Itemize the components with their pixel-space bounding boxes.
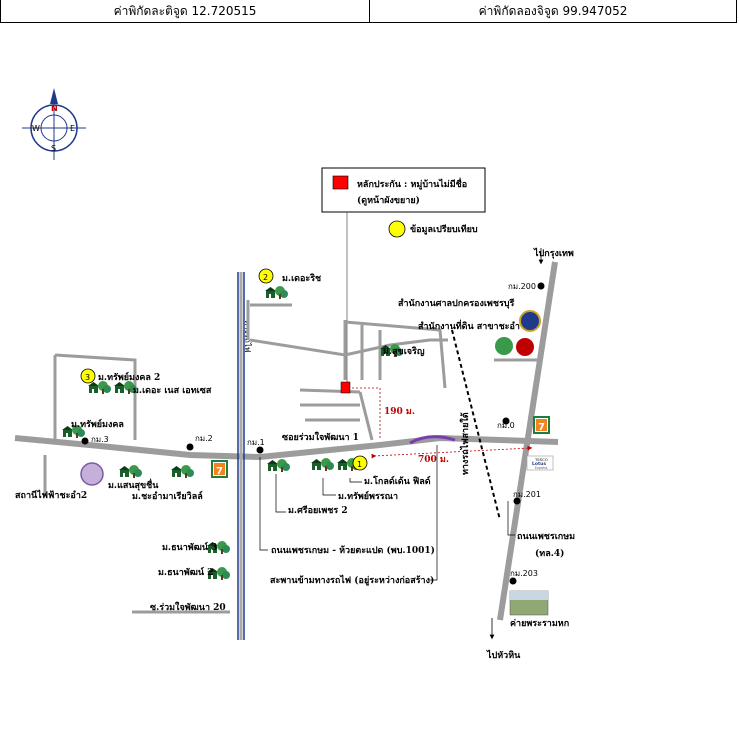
comparison-legend-icon (388, 220, 406, 238)
svg-text:ซอยร่วมใจพัฒนา 1: ซอยร่วมใจพัฒนา 1 (282, 431, 359, 443)
svg-text:ม.ธนาพัฒน์ 3: ม.ธนาพัฒน์ 3 (162, 541, 217, 553)
svg-text:Lotus: Lotus (532, 461, 546, 467)
svg-text:กม.0: กม.0 (497, 421, 515, 430)
rail-overpass (409, 435, 456, 445)
lotus-express-icon: TESCO Lotus Express (526, 455, 554, 471)
svg-text:2: 2 (263, 273, 268, 282)
svg-text:ไปหัวหิน: ไปหัวหิน (486, 649, 521, 661)
village-icon (119, 465, 142, 478)
collateral-legend-icon (332, 175, 349, 190)
village-icon (311, 458, 334, 471)
legend-comparison-label: ข้อมูลเปรียบเทียบ (410, 224, 478, 235)
svg-text:ม.ธนาพัฒน์ 2: ม.ธนาพัฒน์ 2 (158, 566, 213, 578)
compass-rose: N E S W (22, 88, 86, 160)
comparable-marker-1 (352, 455, 368, 471)
svg-text:ค่ายพระรามหก: ค่ายพระรามหก (510, 618, 569, 629)
land-office-seal-icon (516, 338, 534, 356)
legend-collateral-note: (ดูหน้าผังขยาย) (357, 195, 420, 206)
svg-text:กม.2: กม.2 (195, 434, 213, 443)
svg-text:190 ม.: 190 ม. (384, 407, 415, 417)
svg-text:ม.ทรัพย์พรรณา: ม.ทรัพย์พรรณา (338, 490, 398, 502)
svg-text:สะพานข้ามทางรถไฟ (อยู่ระหว่างก: สะพานข้ามทางรถไฟ (อยู่ระหว่างก่อสร้าง) (270, 574, 434, 586)
svg-text:ไปกรุงเทพ: ไปกรุงเทพ (533, 247, 574, 259)
svg-text:ม.เดอะริช: ม.เดอะริช (282, 273, 321, 284)
svg-text:สถานีไฟฟ้าชะอำ2: สถานีไฟฟ้าชะอำ2 (15, 489, 87, 501)
north-arrow-icon (50, 88, 58, 104)
svg-text:ม.แสนสุขชื่น: ม.แสนสุขชื่น (108, 478, 159, 491)
coordinate-bar: ค่าพิกัดละติจูด 12.720515 ค่าพิกัดลองจิจ… (0, 0, 739, 24)
village-icon (265, 286, 288, 299)
svg-text:7: 7 (538, 422, 545, 433)
svg-text:ม.ชะอำมาเรียวิลล์: ม.ชะอำมาเรียวิลล์ (132, 490, 203, 502)
svg-text:กม.1: กม.1 (247, 438, 265, 447)
svg-text:N: N (51, 104, 58, 113)
substation-icon (80, 462, 104, 486)
comparable-marker-2 (258, 268, 274, 284)
village-icon (267, 459, 290, 472)
svg-text:1: 1 (357, 460, 362, 469)
svg-text:S: S (51, 144, 56, 153)
longitude-cell: ค่าพิกัดลองจิจูด 99.947052 (369, 0, 737, 23)
svg-text:ม.สุขเจริญ: ม.สุขเจริญ (383, 346, 425, 357)
svg-text:ม.ศรีอยเพชร 2: ม.ศรีอยเพชร 2 (288, 505, 348, 516)
svg-text:TESCO: TESCO (534, 457, 548, 462)
svg-text:กม.201: กม.201 (513, 490, 541, 499)
svg-text:กม.203: กม.203 (510, 569, 538, 578)
svg-text:W: W (32, 124, 40, 133)
svg-text:Express: Express (535, 466, 548, 470)
seven-eleven-icon-2: 7 (211, 460, 228, 478)
land-office-icon (495, 337, 513, 355)
court-icon (519, 310, 541, 332)
svg-text:700 ม.: 700 ม. (418, 455, 449, 465)
village-roads (43, 300, 448, 614)
svg-text:E: E (70, 124, 75, 133)
legend-box (321, 167, 486, 213)
comparable-marker-3 (80, 368, 96, 384)
seven-eleven-icon: 7 (533, 416, 550, 434)
svg-text:ถนนเพชรเกษม: ถนนเพชรเกษม (517, 532, 575, 542)
svg-text:ม.เดอะ เนส เอทเซส: ม.เดอะ เนส เอทเซส (133, 386, 212, 396)
land-office-label: สำนักงานที่ดิน สาขาชะอำ (418, 319, 520, 332)
svg-text:ถนนเพชรเกษม - ห้วยตะแปด (พบ.10: ถนนเพชรเกษม - ห้วยตะแปด (พบ.1001) (271, 545, 435, 556)
legend-collateral-label: หลักประกัน : หมู่บ้านไม่มีชื่อ (357, 177, 467, 190)
svg-text:กม.200: กม.200 (508, 282, 536, 291)
svg-text:ม.ทรัพย์มงคล: ม.ทรัพย์มงคล (71, 418, 124, 430)
collateral-marker (340, 381, 351, 394)
village-icon (171, 465, 194, 478)
svg-text:3: 3 (85, 373, 90, 382)
petchkasem-huaytaped-road (14, 434, 559, 461)
svg-text:กม.3: กม.3 (91, 435, 109, 444)
southern-railway-line (451, 329, 501, 521)
svg-text:ม.โกลด์เด้น ฟิลด์: ม.โกลด์เด้น ฟิลด์ (364, 475, 431, 487)
svg-text:(ทล.4): (ทล.4) (535, 548, 564, 559)
svg-text:7: 7 (216, 466, 223, 477)
svg-text:ทางรถไฟสายใต้: ทางรถไฟสายใต้ (459, 412, 471, 475)
svg-text:ม.ทรัพย์มงคล 2: ม.ทรัพย์มงคล 2 (98, 371, 160, 383)
svg-text:ซ.ร่วมใจพัฒนา 20: ซ.ร่วมใจพัฒนา 20 (150, 601, 226, 613)
court-label: สำนักงานศาลปกครองเพชรบุรี (398, 298, 515, 309)
